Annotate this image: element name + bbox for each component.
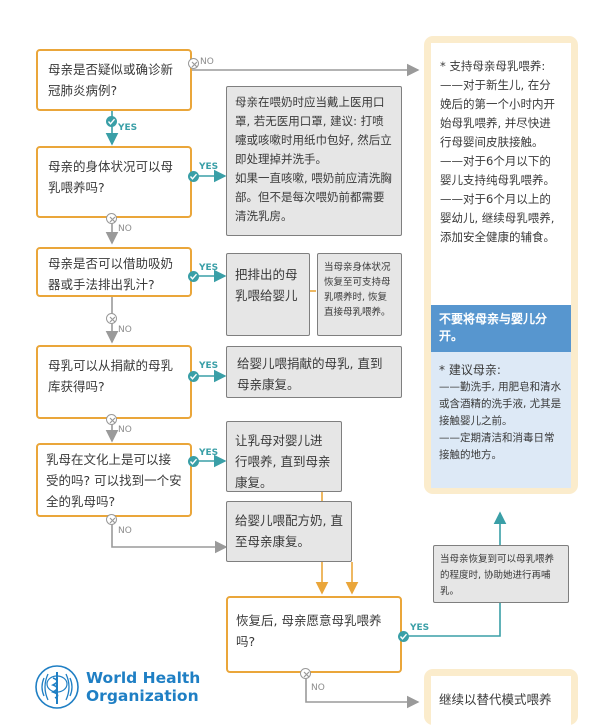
yes-label: YES — [118, 123, 138, 133]
who-wordmark-line1: World Health — [86, 669, 201, 687]
action-text: 母亲在喂奶时应当戴上医用口罩, 若无医用口罩, 建议: 打喷嚏或咳嗽时用纸巾包好… — [235, 95, 392, 223]
alternative-text: 继续以替代模式喂养 — [439, 692, 552, 707]
question-covid-case: 母亲是否疑似或确诊新冠肺炎病例? — [36, 49, 192, 111]
support-line: ——对于6个月以上的婴幼儿, 继续母乳喂养, 添加安全健康的辅食。 — [440, 192, 555, 244]
alternative-feeding-panel: 继续以替代模式喂养 — [424, 669, 578, 725]
question-text: 母亲是否可以借助吸奶器或手法排出乳汁? — [48, 256, 174, 292]
no-cross-icon — [106, 514, 117, 525]
action-feed-expressed-milk: 把排出的母乳喂给婴儿 — [226, 253, 310, 336]
who-emblem-logo — [35, 665, 79, 709]
action-text: 当母亲恢复到可以母乳喂养的程度时, 协助她进行再哺乳。 — [440, 554, 555, 597]
no-label: NO — [311, 683, 325, 693]
action-text: 给婴儿喂配方奶, 直至母亲康复。 — [235, 513, 343, 549]
no-label: NO — [118, 224, 132, 234]
warning-text: 不要将母亲与婴儿分开。 — [439, 312, 548, 343]
no-cross-icon — [106, 213, 117, 224]
question-text: 母乳可以从捐献的母乳库获得吗? — [48, 358, 174, 394]
advise-line: ——定期清洁和消毒日常接触的地方。 — [439, 432, 555, 461]
action-resume-direct: 当母亲身体状况恢复至可支持母乳喂养时, 恢复直接母乳喂养。 — [317, 253, 402, 336]
yes-check-icon — [106, 116, 117, 127]
support-panel: * 支持母亲母乳喂养: ——对于新生儿, 在分娩后的第一个小时内开始母乳喂养, … — [424, 36, 578, 494]
advise-section: * 建议母亲: ——勤洗手, 用肥皂和清水或含酒精的洗手液, 尤其是接触婴儿之前… — [431, 352, 571, 488]
no-cross-icon — [106, 414, 117, 425]
yes-label: YES — [410, 623, 430, 633]
yes-check-icon — [398, 631, 409, 642]
yes-label: YES — [199, 263, 219, 273]
no-cross-icon — [106, 313, 117, 324]
no-cross-icon — [188, 58, 199, 69]
question-text: 乳母在文化上是可以接受的吗? 可以找到一个安全的乳母吗? — [46, 452, 182, 509]
action-wear-mask: 母亲在喂奶时应当戴上医用口罩, 若无医用口罩, 建议: 打喷嚏或咳嗽时用纸巾包好… — [226, 86, 402, 236]
action-text: 把排出的母乳喂给婴儿 — [235, 267, 298, 303]
no-label: NO — [118, 325, 132, 335]
advise-line: ——勤洗手, 用肥皂和清水或含酒精的洗手液, 尤其是接触婴儿之前。 — [439, 381, 562, 427]
no-label: NO — [118, 425, 132, 435]
no-label: NO — [118, 526, 132, 536]
action-relactate: 当母亲恢复到可以母乳喂养的程度时, 协助她进行再哺乳。 — [433, 545, 569, 603]
yes-check-icon — [188, 271, 199, 282]
yes-check-icon — [188, 456, 199, 467]
question-text: 母亲的身体状况可以母乳喂养吗? — [48, 159, 174, 195]
support-title: * 支持母亲母乳喂养: — [440, 59, 546, 73]
action-formula: 给婴儿喂配方奶, 直至母亲康复。 — [226, 501, 352, 562]
question-express-milk: 母亲是否可以借助吸奶器或手法排出乳汁? — [36, 247, 192, 297]
question-text: 恢复后, 母亲愿意母乳喂养吗? — [236, 613, 382, 649]
action-text: 当母亲身体状况恢复至可支持母乳喂养时, 恢复直接母乳喂养。 — [324, 262, 391, 318]
who-wordmark: World Health Organization — [86, 669, 200, 705]
yes-label: YES — [199, 448, 219, 458]
yes-label: YES — [199, 361, 219, 371]
question-donor-milk: 母乳可以从捐献的母乳库获得吗? — [36, 345, 192, 419]
yes-check-icon — [188, 371, 199, 382]
support-line: ——对于6个月以下的婴儿支持纯母乳喂养。 — [440, 154, 555, 187]
action-wet-nurse: 让乳母对婴儿进行喂养, 直到母亲康复。 — [226, 421, 342, 492]
yes-check-icon — [188, 171, 199, 182]
support-line: ——对于新生儿, 在分娩后的第一个小时内开始母乳喂养, 并尽快进行母婴间皮肤接触… — [440, 78, 555, 149]
question-text: 母亲是否疑似或确诊新冠肺炎病例? — [48, 62, 174, 98]
question-wet-nurse: 乳母在文化上是可以接受的吗? 可以找到一个安全的乳母吗? — [36, 443, 192, 517]
no-cross-icon — [300, 668, 311, 679]
question-mother-health: 母亲的身体状况可以母乳喂养吗? — [36, 146, 192, 218]
action-text: 让乳母对婴儿进行喂养, 直到母亲康复。 — [235, 433, 331, 490]
advise-title: * 建议母亲: — [439, 363, 501, 377]
support-section: * 支持母亲母乳喂养: ——对于新生儿, 在分娩后的第一个小时内开始母乳喂养, … — [431, 43, 571, 305]
no-label: NO — [200, 57, 214, 67]
warning-band: 不要将母亲与婴儿分开。 — [431, 305, 571, 352]
yes-label: YES — [199, 162, 219, 172]
action-donor-milk: 给婴儿喂捐献的母乳, 直到母亲康复。 — [226, 346, 402, 398]
question-resume-breastfeeding: 恢复后, 母亲愿意母乳喂养吗? — [226, 596, 402, 673]
who-wordmark-line2: Organization — [86, 687, 199, 705]
action-text: 给婴儿喂捐献的母乳, 直到母亲康复。 — [237, 356, 383, 392]
